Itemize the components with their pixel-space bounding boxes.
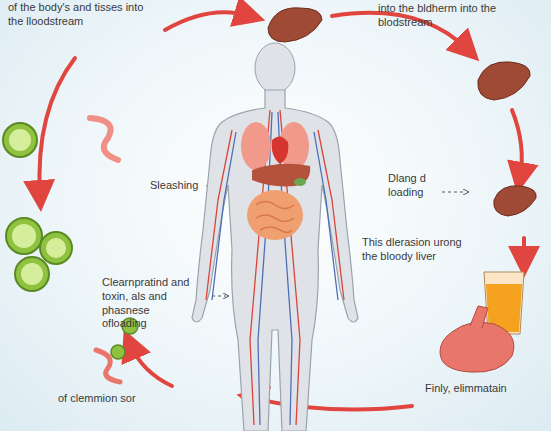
caption-label: Finly, elimmatain [425, 382, 537, 396]
caption-label: Clearnpratind and toxin, als and phasnes… [102, 276, 194, 331]
caption-label: Sleashing [150, 179, 206, 193]
caption-label: of the body's and tisses into the lloods… [8, 1, 158, 29]
caption-label: into the bldherm into the blodstream [378, 2, 508, 30]
caption-label: of clemmion sor [58, 392, 168, 406]
caption-label: This dlerasion urong the bloody liver [362, 236, 462, 264]
caption-label: Dlang d loading [388, 172, 444, 200]
human-figure [192, 43, 358, 431]
